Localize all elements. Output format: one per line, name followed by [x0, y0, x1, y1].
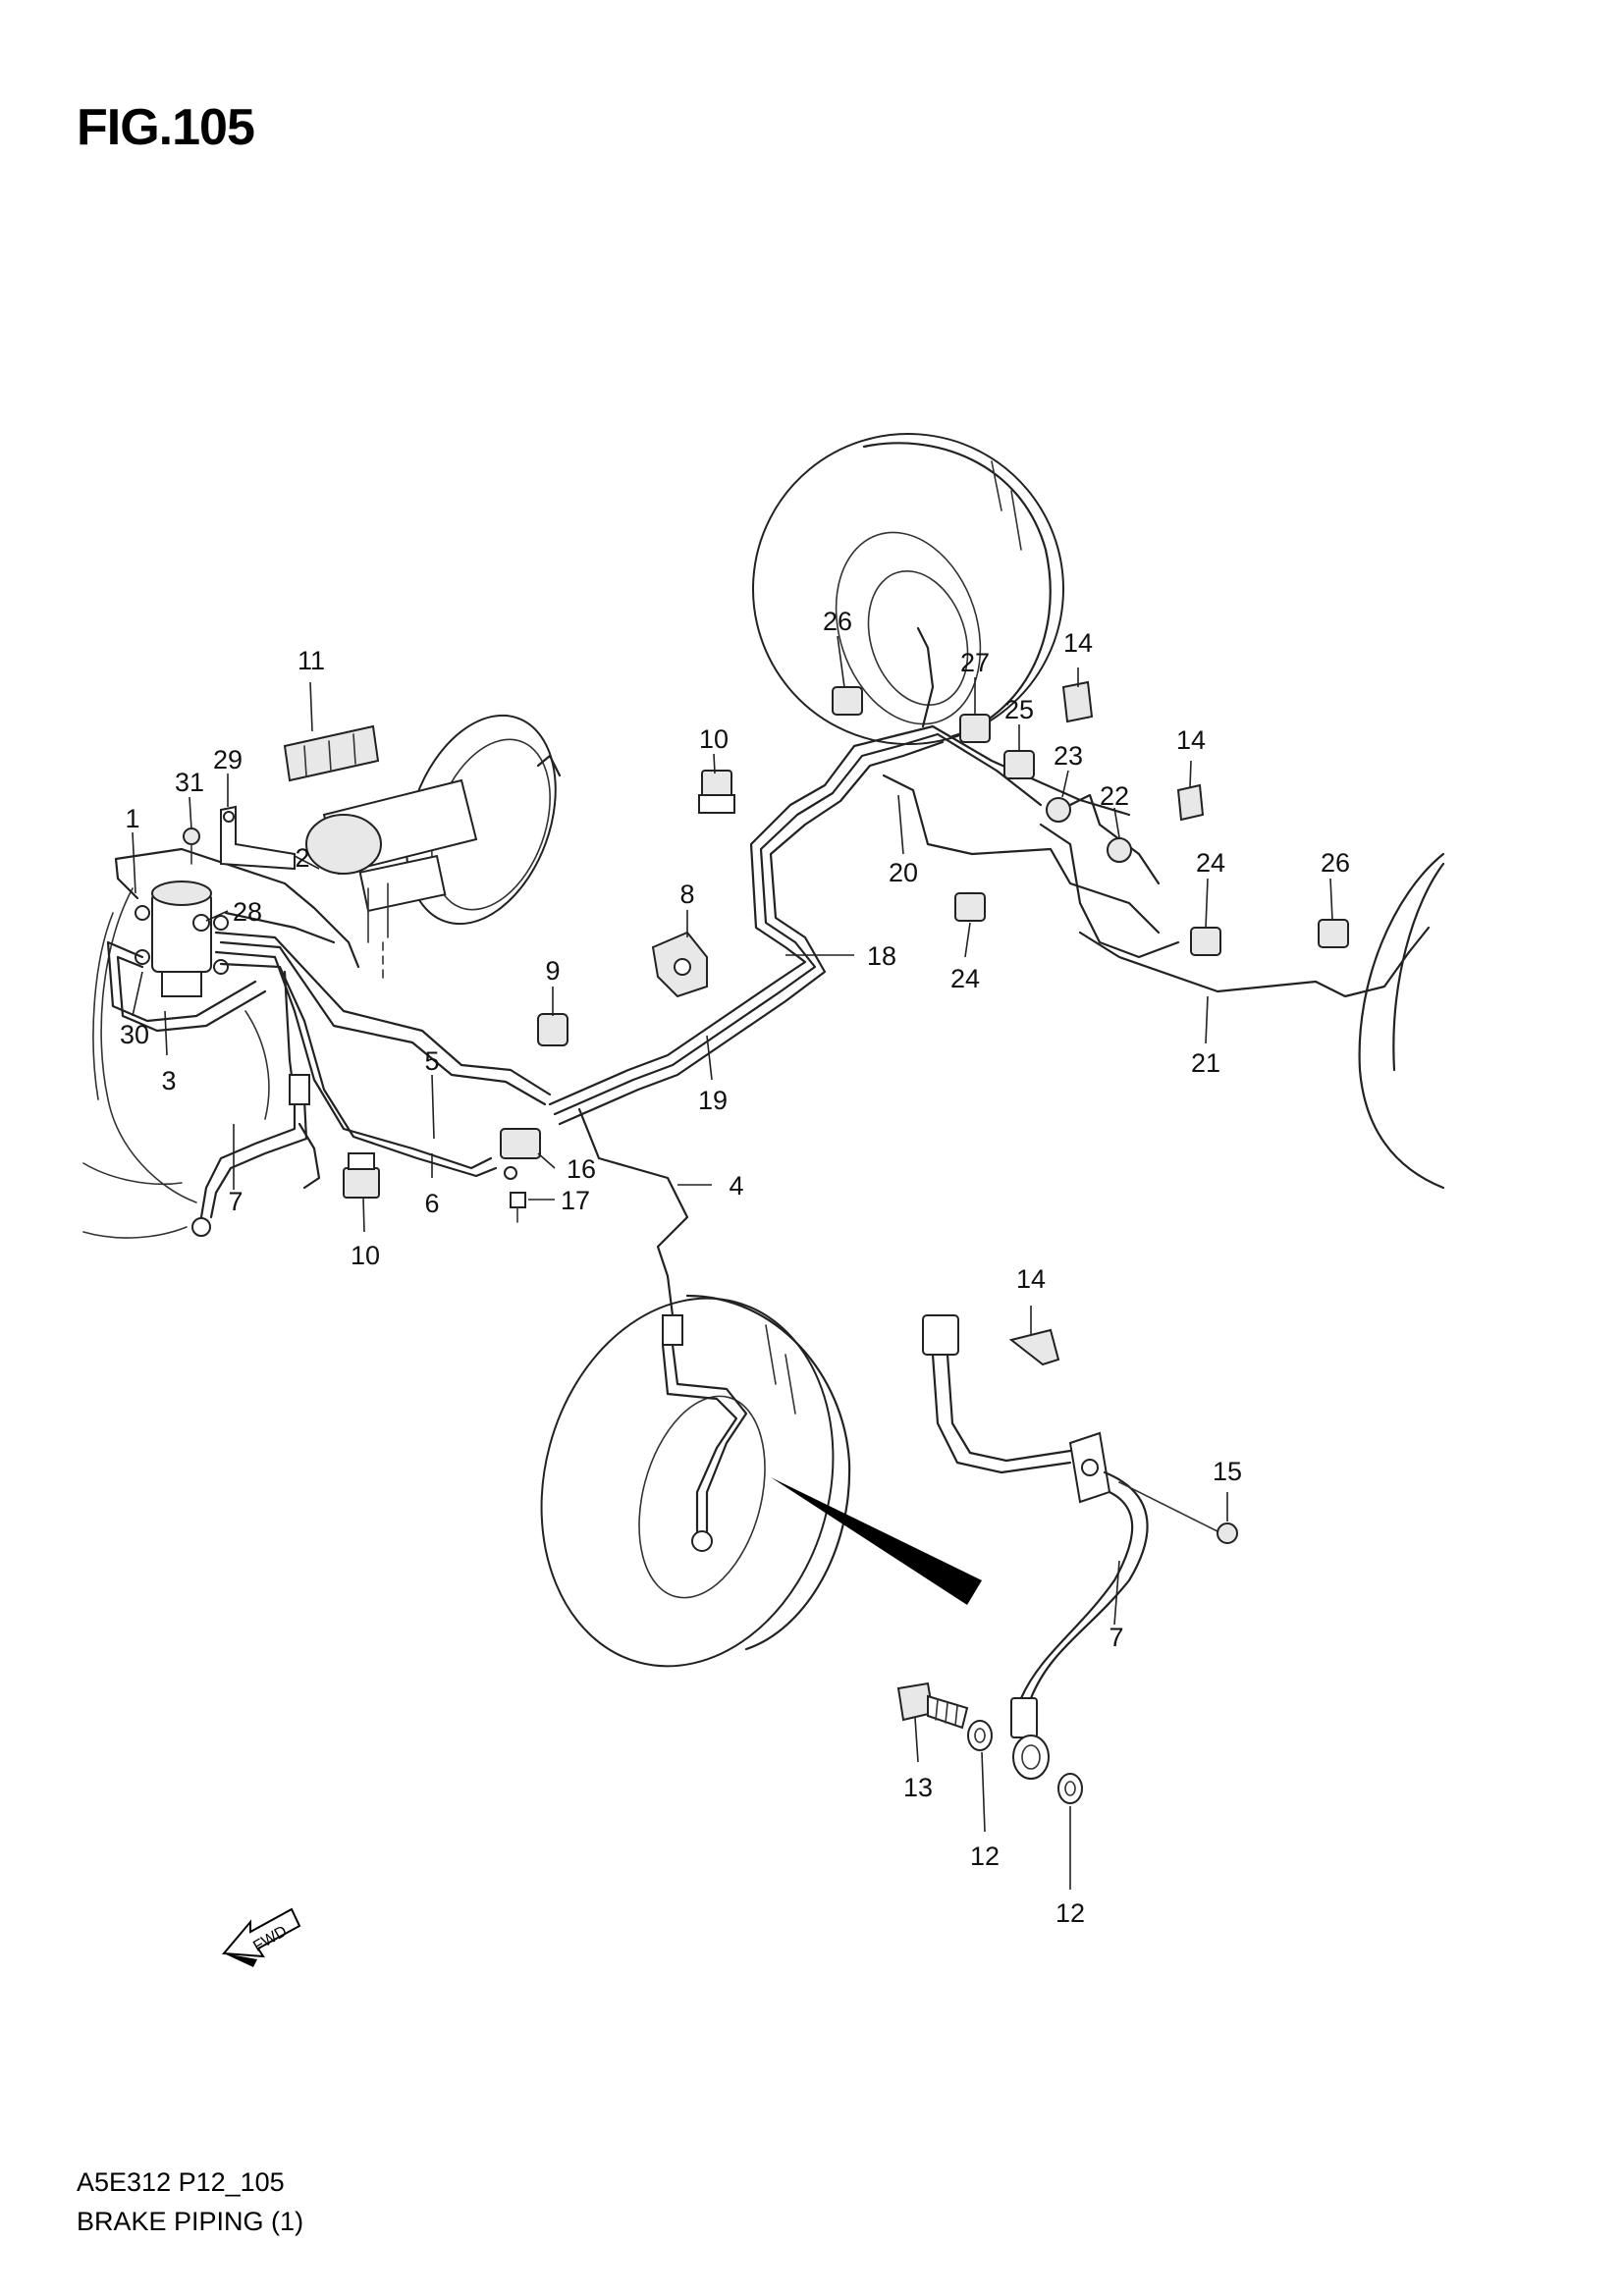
- callout-7-detail: 7: [1109, 1623, 1123, 1652]
- callout-24a: 24: [950, 964, 980, 993]
- spring-clip-14b: [1176, 783, 1205, 822]
- hydraulic-unit: [135, 881, 229, 997]
- callout-10-top: 10: [699, 724, 729, 754]
- fitting-22: [1107, 837, 1132, 863]
- callout-9: 9: [545, 956, 560, 986]
- union-bolt-13: [896, 1682, 969, 1730]
- callout-21: 21: [1191, 1048, 1220, 1078]
- callout-5: 5: [424, 1046, 439, 1076]
- figure-name: BRAKE PIPING (1): [77, 2207, 304, 2236]
- callout-6: 6: [424, 1189, 439, 1218]
- callout-26b: 26: [1321, 848, 1350, 878]
- callout-31: 31: [175, 768, 204, 797]
- callout-1: 1: [125, 804, 139, 833]
- leader-lines: [132, 635, 1333, 1890]
- figure-code: A5E312 P12_105: [77, 2167, 285, 2197]
- washer-12a: [967, 1720, 993, 1751]
- callout-16: 16: [567, 1154, 596, 1184]
- clip-26-top: [832, 686, 863, 716]
- rear-left-wheel: [752, 433, 1064, 745]
- fitting-23: [1046, 797, 1071, 823]
- callout-23: 23: [1054, 741, 1083, 771]
- callout-7-left: 7: [228, 1187, 243, 1216]
- front-right-hose: [661, 1314, 748, 1552]
- callout-11: 11: [298, 646, 325, 675]
- front-right-wheel: [540, 1294, 851, 1668]
- callout-13: 13: [903, 1773, 933, 1802]
- callout-3: 3: [161, 1066, 176, 1095]
- rear-right-wheel: [1358, 852, 1445, 1190]
- spring-clip-14c: [1008, 1328, 1060, 1366]
- fitting-28: [192, 914, 210, 932]
- callout-28: 28: [233, 897, 262, 927]
- callout-27: 27: [960, 648, 990, 677]
- callout-17: 17: [561, 1186, 590, 1215]
- callout-2: 2: [295, 843, 309, 873]
- callout-19: 19: [698, 1086, 728, 1115]
- callout-24b: 24: [1196, 848, 1225, 878]
- callout-12a: 12: [970, 1842, 1000, 1871]
- bolt-31: [183, 828, 200, 865]
- clamp-10-top: [698, 770, 735, 814]
- brake-pipes: [106, 626, 1431, 1317]
- figure-title: FIG.105: [77, 99, 255, 156]
- detail-pointer: [771, 1477, 982, 1605]
- callout-8: 8: [679, 880, 694, 909]
- callout-25: 25: [1004, 695, 1034, 724]
- pipe-clamp-11: [283, 724, 380, 782]
- left-hose: [191, 1074, 321, 1237]
- clip-27: [959, 714, 991, 743]
- clip-26-right: [1318, 919, 1349, 948]
- bracket-8: [651, 931, 708, 998]
- washer-12b: [1057, 1773, 1083, 1804]
- master-cylinder: [305, 778, 478, 983]
- callout-18: 18: [867, 941, 896, 971]
- clamp-10-bottom: [343, 1152, 380, 1199]
- callout-20: 20: [889, 858, 918, 887]
- bolt-17: [510, 1192, 526, 1223]
- callout-12b: 12: [1055, 1898, 1085, 1928]
- front-left-wheel: [82, 887, 270, 1239]
- hose-detail: [922, 1314, 1149, 1780]
- bracket-29: [220, 805, 296, 871]
- callout-30: 30: [120, 1020, 149, 1049]
- bolt-15: [1118, 1481, 1238, 1544]
- callout-22: 22: [1100, 781, 1129, 811]
- callout-4: 4: [729, 1171, 743, 1201]
- clip-24-left: [954, 892, 986, 922]
- spring-clip-14a: [1061, 680, 1094, 723]
- junction-block: [500, 1128, 541, 1180]
- clip-24-right: [1190, 927, 1221, 956]
- callout-14c: 14: [1016, 1264, 1046, 1294]
- callout-15: 15: [1213, 1457, 1242, 1486]
- grommet-9: [537, 1013, 568, 1046]
- clip-25: [1003, 750, 1035, 779]
- callout-labels: 1 2 3 4 5 6 7 7 8 9 10 10 11 12 12 13 14…: [120, 607, 1350, 1928]
- fwd-arrow-icon: FWD: [221, 1907, 301, 1967]
- callout-14a: 14: [1063, 628, 1093, 658]
- callout-14b: 14: [1176, 725, 1206, 755]
- callout-26a: 26: [823, 607, 852, 636]
- callout-29: 29: [213, 745, 243, 774]
- callout-10-bottom: 10: [351, 1241, 380, 1270]
